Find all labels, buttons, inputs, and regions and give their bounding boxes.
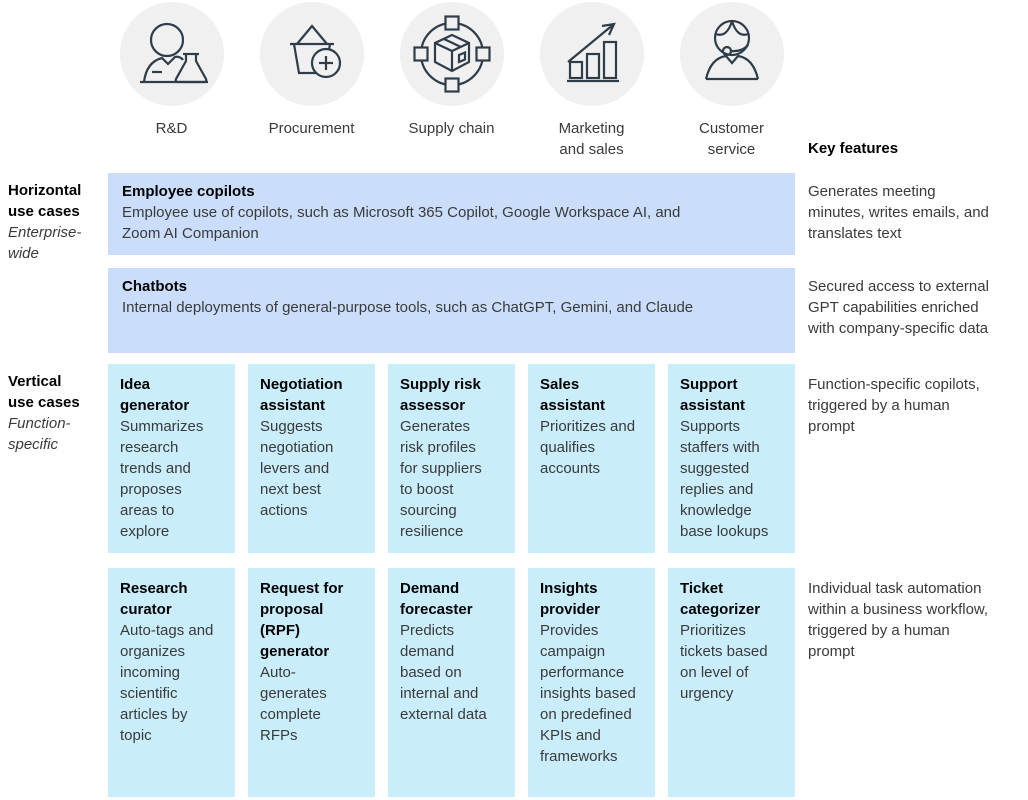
band-title: Employee copilots	[122, 183, 255, 200]
card-description: Prioritizes and qualifies accounts	[540, 418, 636, 477]
function-column-customer-service	[668, 0, 795, 106]
card-title: Demand forecaster	[400, 580, 473, 618]
card-title: Request for proposal (RPF) generator	[260, 580, 344, 660]
card-description: Generates risk profiles for suppliers to…	[400, 418, 482, 540]
card-description: Suggests negotiation levers and next bes…	[260, 418, 334, 519]
card-title: Negotiation assistant	[260, 376, 343, 414]
key-features-header: Key features	[808, 140, 899, 157]
band-description: Internal deployments of general-purpose …	[122, 299, 694, 316]
card-title: Idea generator	[120, 376, 190, 414]
vertical-use-cases-label: Vertical use cases Function-specific	[8, 364, 95, 553]
procurement-icon	[259, 2, 364, 106]
card-description: Summarizes research trends and proposes …	[120, 418, 204, 540]
card-description: Auto-generates complete RFPs	[260, 664, 327, 744]
card-title: Insights provider	[540, 580, 601, 618]
function-label-customer-service: Customer service	[698, 120, 765, 158]
band-chatbots: Chatbots Internal deployments of general…	[108, 268, 795, 353]
function-label-marketing: Marketing and sales	[558, 120, 625, 158]
card-title: Ticket categorizer	[680, 580, 761, 618]
vertical-use-cases-title: Vertical use cases	[8, 373, 80, 411]
card-insights-provider: Insights provider Provides campaign perf…	[528, 568, 655, 797]
band-description: Employee use of copilots, such as Micros…	[122, 204, 681, 242]
horizontal-use-cases-label: Horizontal use cases Enterprise-wide	[8, 173, 95, 262]
marketing-and-sales-icon	[539, 2, 644, 106]
band-employee-copilots: Employee copilots Employee use of copilo…	[108, 173, 795, 255]
function-label-procurement: Procurement	[268, 120, 355, 137]
vertical-use-cases-subtitle: Function-specific	[8, 415, 71, 453]
horizontal-use-cases-subtitle: Enterprise-wide	[8, 224, 82, 262]
key-feature-employee-copilots: Generates meeting minutes, writes emails…	[808, 183, 989, 242]
function-column-supply-chain	[388, 0, 515, 106]
key-feature-chatbots: Secured access to external GPT capabilit…	[808, 278, 989, 337]
key-feature-task-automation-row: Individual task automation within a busi…	[808, 580, 989, 660]
function-column-rnd	[108, 0, 235, 106]
card-supply-risk-assessor: Supply risk assessor Generates risk prof…	[388, 364, 515, 553]
horizontal-use-cases-title: Horizontal use cases	[8, 182, 82, 220]
key-feature-copilots-row: Function-specific copilots, triggered by…	[808, 376, 980, 435]
card-description: Auto-tags and organizes incoming scienti…	[120, 622, 214, 744]
card-description: Prioritizes tickets based on level of ur…	[680, 622, 768, 702]
band-title: Chatbots	[122, 278, 187, 295]
card-title: Supply risk assessor	[400, 376, 481, 414]
card-ticket-categorizer: Ticket categorizer Prioritizes tickets b…	[668, 568, 795, 797]
function-column-marketing	[528, 0, 655, 106]
card-sales-assistant: Sales assistant Prioritizes and qualifie…	[528, 364, 655, 553]
function-label-rnd: R&D	[155, 120, 188, 137]
card-title: Sales assistant	[540, 376, 606, 414]
card-negotiation-assistant: Negotiation assistant Suggests negotiati…	[248, 364, 375, 553]
card-description: Predicts demand based on internal and ex…	[400, 622, 487, 723]
card-description: Provides campaign performance insights b…	[540, 622, 636, 765]
supply-chain-icon	[399, 2, 504, 106]
card-research-curator: Research curator Auto-tags and organizes…	[108, 568, 235, 797]
card-description: Supports staffers with suggested replies…	[680, 418, 769, 540]
function-label-supply-chain: Supply chain	[408, 120, 495, 137]
card-demand-forecaster: Demand forecaster Predicts demand based …	[388, 568, 515, 797]
rnd-icon	[119, 2, 224, 106]
card-idea-generator: Idea generator Summarizes research trend…	[108, 364, 235, 553]
card-rfp-generator: Request for proposal (RPF) generator Aut…	[248, 568, 375, 797]
customer-service-icon	[679, 2, 784, 106]
card-support-assistant: Support assistant Supports staffers with…	[668, 364, 795, 553]
card-title: Support assistant	[680, 376, 746, 414]
function-column-procurement	[248, 0, 375, 106]
card-title: Research curator	[120, 580, 188, 618]
